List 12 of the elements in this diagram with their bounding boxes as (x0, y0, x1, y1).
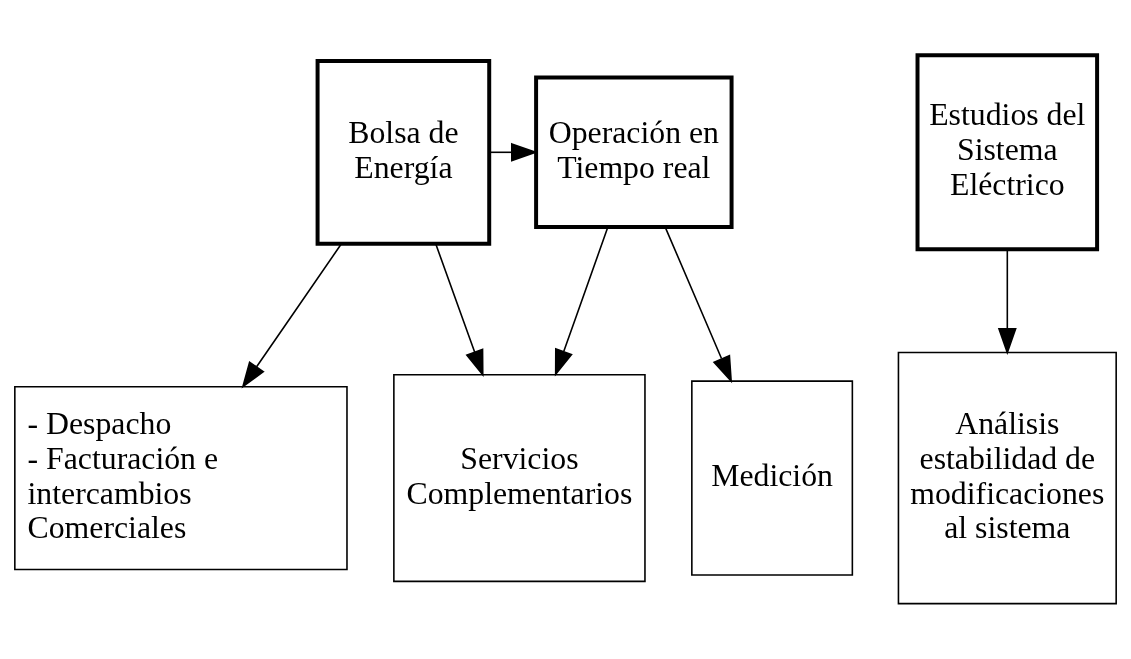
arrow (997, 248, 1017, 355)
node-box: Estudios del Sistema Eléctrico (915, 53, 1100, 252)
arrow (554, 226, 609, 377)
arrow (664, 226, 733, 384)
node-box: Medición (691, 380, 854, 576)
node-box: Bolsa de Energía (315, 58, 492, 246)
arrow (241, 242, 343, 389)
node-box: - Despacho - Facturación e intercambios Comerciales (14, 385, 348, 571)
node-box: Servicios Complementarios (393, 374, 646, 583)
arrow (434, 242, 484, 377)
node-box: Análisis estabilidad de modificaciones al sistema (897, 351, 1117, 605)
node-box: Operación en Tiempo real (534, 75, 734, 229)
